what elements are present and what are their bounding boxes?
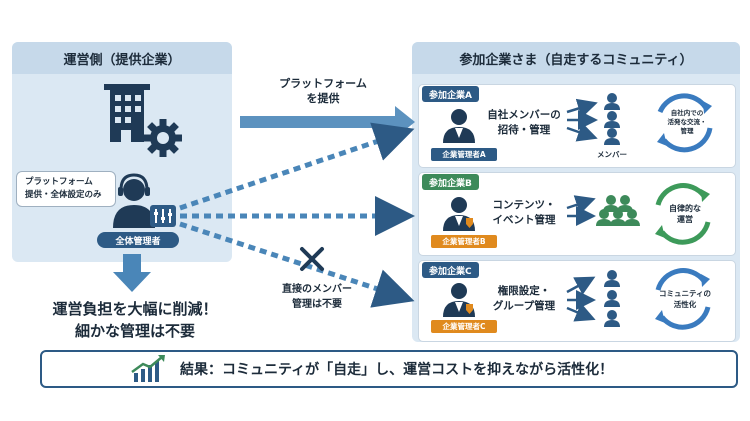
admin-badge: 全体管理者 bbox=[97, 232, 179, 248]
cycle-text-a: 自社内での 活発な交流・ 管理 bbox=[659, 109, 715, 136]
provider-summary-line-2: 細かな管理は不要 bbox=[74, 322, 195, 340]
growth-chart-icon bbox=[131, 355, 165, 382]
task-text-b: コンテンツ・ イベント管理 bbox=[484, 198, 564, 228]
gear-icon bbox=[144, 119, 182, 157]
down-arrow bbox=[113, 254, 151, 292]
cycle-c-line-1: コミュニティの bbox=[658, 289, 712, 298]
cycle-text-c: コミュニティの 活性化 bbox=[652, 288, 718, 310]
direct-management-label: 直接のメンバー 管理は不要 bbox=[262, 282, 372, 312]
direct-label-line-1: 直接のメンバー bbox=[282, 284, 352, 295]
speech-bubble: プラットフォーム 提供・全体設定のみ bbox=[16, 171, 116, 207]
cycle-arrows-icon bbox=[655, 183, 711, 245]
members-label: メンバー bbox=[597, 150, 627, 159]
company-tab-a: 参加企業A bbox=[422, 86, 479, 102]
member-icon bbox=[596, 195, 640, 226]
platform-arrow-label: プラットフォーム を提供 bbox=[268, 76, 378, 106]
building-icon bbox=[104, 84, 150, 142]
task-text-a: 自社メンバーの 招待・管理 bbox=[484, 108, 564, 138]
cycle-text-b: 自律的な 運営 bbox=[657, 203, 713, 225]
task-c-line-1: 権限設定・ bbox=[497, 285, 551, 297]
task-a-line-2: 招待・管理 bbox=[497, 124, 551, 136]
cycle-a-line-3: 管理 bbox=[680, 127, 694, 135]
task-b-line-2: イベント管理 bbox=[492, 214, 556, 226]
task-c-line-2: グループ管理 bbox=[492, 300, 556, 312]
headset-person-icon bbox=[113, 173, 155, 228]
admin-person-icon bbox=[443, 109, 475, 143]
provider-summary: 運営負担を大幅に削減！ 細かな管理は不要 bbox=[30, 298, 240, 342]
admin-person-icon bbox=[443, 197, 475, 231]
control-panel-icon bbox=[150, 205, 176, 227]
task-a-line-1: 自社メンバーの bbox=[487, 109, 561, 121]
cycle-a-line-2: 活発な交流・ bbox=[667, 118, 707, 126]
platform-label-line-1: プラットフォーム bbox=[279, 77, 367, 90]
participant-panel-title: 参加企業さま（自走するコミュニティ） bbox=[412, 42, 740, 74]
cycle-a-line-1: 自社内での bbox=[670, 109, 704, 117]
result-bar: 結果：コミュニティが「自走」し、運営コストを抑えながら活性化！ bbox=[40, 350, 738, 388]
task-b-line-1: コンテンツ・ bbox=[492, 199, 556, 211]
cycle-c-line-2: 活性化 bbox=[673, 300, 697, 309]
role-badge-c: 企業管理者C bbox=[431, 320, 497, 333]
role-badge-a: 企業管理者A bbox=[431, 148, 497, 161]
cycle-arrows-icon bbox=[657, 93, 713, 153]
dotted-arrow-c bbox=[179, 221, 415, 308]
company-tab-b: 参加企業B bbox=[422, 174, 479, 190]
admin-person-icon bbox=[443, 283, 475, 317]
task-text-c: 権限設定・ グループ管理 bbox=[484, 284, 564, 314]
dotted-arrow-a bbox=[179, 122, 415, 211]
cycle-b-line-1: 自律的な bbox=[669, 204, 701, 213]
company-tab-c: 参加企業C bbox=[422, 262, 479, 278]
result-text: 結果：コミュニティが「自走」し、運営コストを抑えながら活性化！ bbox=[180, 362, 614, 378]
role-badge-b: 企業管理者B bbox=[431, 235, 497, 248]
member-icon bbox=[604, 270, 620, 327]
provider-summary-line-1: 運営負担を大幅に削減！ bbox=[52, 300, 218, 318]
cycle-b-line-2: 運営 bbox=[677, 215, 693, 224]
bubble-line-1: プラットフォーム bbox=[25, 177, 93, 187]
member-icon bbox=[604, 93, 620, 145]
platform-label-line-2: を提供 bbox=[306, 92, 340, 105]
provider-panel-title: 運営側（提供企業） bbox=[12, 42, 232, 74]
cross-icon bbox=[300, 247, 324, 271]
bubble-line-2: 提供・全体設定のみ bbox=[25, 190, 102, 200]
platform-arrow bbox=[240, 106, 415, 138]
cycle-arrows-icon bbox=[655, 268, 711, 330]
direct-label-line-2: 管理は不要 bbox=[292, 299, 342, 310]
